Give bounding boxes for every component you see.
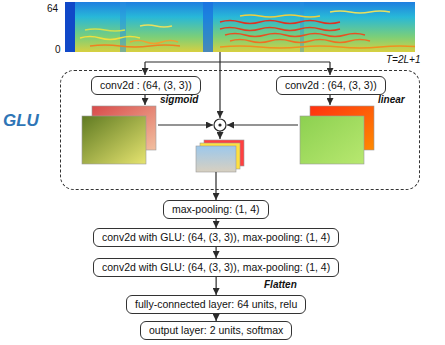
sigmoid-feature-maps — [82, 106, 156, 164]
glu-arrows — [145, 92, 330, 190]
flow-arrow — [215, 219, 216, 228]
flow-arrow — [216, 314, 217, 321]
box-label: conv2d with GLU: (64, (3, 3)), max-pooli… — [102, 231, 330, 244]
linear-feature-maps — [300, 106, 374, 164]
box-label: conv2d : (64, (3, 3)) — [100, 79, 192, 92]
glu-block: GLUconv2d : (64, (3, 3))conv2d : (64, (3… — [60, 70, 420, 190]
spectrogram — [65, 2, 415, 52]
axis-label: 0 — [55, 44, 61, 56]
box-label: fully-connected layer: 64 units, relu — [135, 298, 297, 311]
conv-box: conv2d : (64, (3, 3)) — [91, 76, 201, 95]
activation-label: sigmoid — [160, 94, 198, 106]
axis-label: 64 — [47, 3, 58, 15]
flow-arrow — [215, 190, 216, 200]
pooling-box: max-pooling: (1, 4) — [163, 200, 269, 219]
product-symbol — [214, 119, 226, 131]
box-label: max-pooling: (1, 4) — [172, 203, 260, 216]
flow-arrow — [216, 277, 217, 295]
edge-label: Flatten — [262, 279, 299, 291]
dense-box: fully-connected layer: 64 units, relu — [126, 295, 306, 314]
box-label: conv2d with GLU: (64, (3, 3)), max-pooli… — [102, 261, 330, 274]
conv-box: conv2d : (64, (3, 3)) — [276, 76, 386, 95]
group-title: GLU — [3, 111, 39, 131]
product-feature-maps — [196, 140, 244, 172]
output-box: output layer: 2 units, softmax — [140, 321, 292, 340]
conv-glu-box: conv2d with GLU: (64, (3, 3)), max-pooli… — [93, 228, 339, 247]
activation-label: linear — [378, 94, 405, 106]
box-label: conv2d : (64, (3, 3)) — [285, 79, 377, 92]
length-label: T=2L+1 — [386, 54, 420, 66]
conv-glu-box: conv2d with GLU: (64, (3, 3)), max-pooli… — [93, 258, 339, 277]
box-label: output layer: 2 units, softmax — [149, 324, 283, 337]
flow-arrow — [215, 247, 216, 258]
